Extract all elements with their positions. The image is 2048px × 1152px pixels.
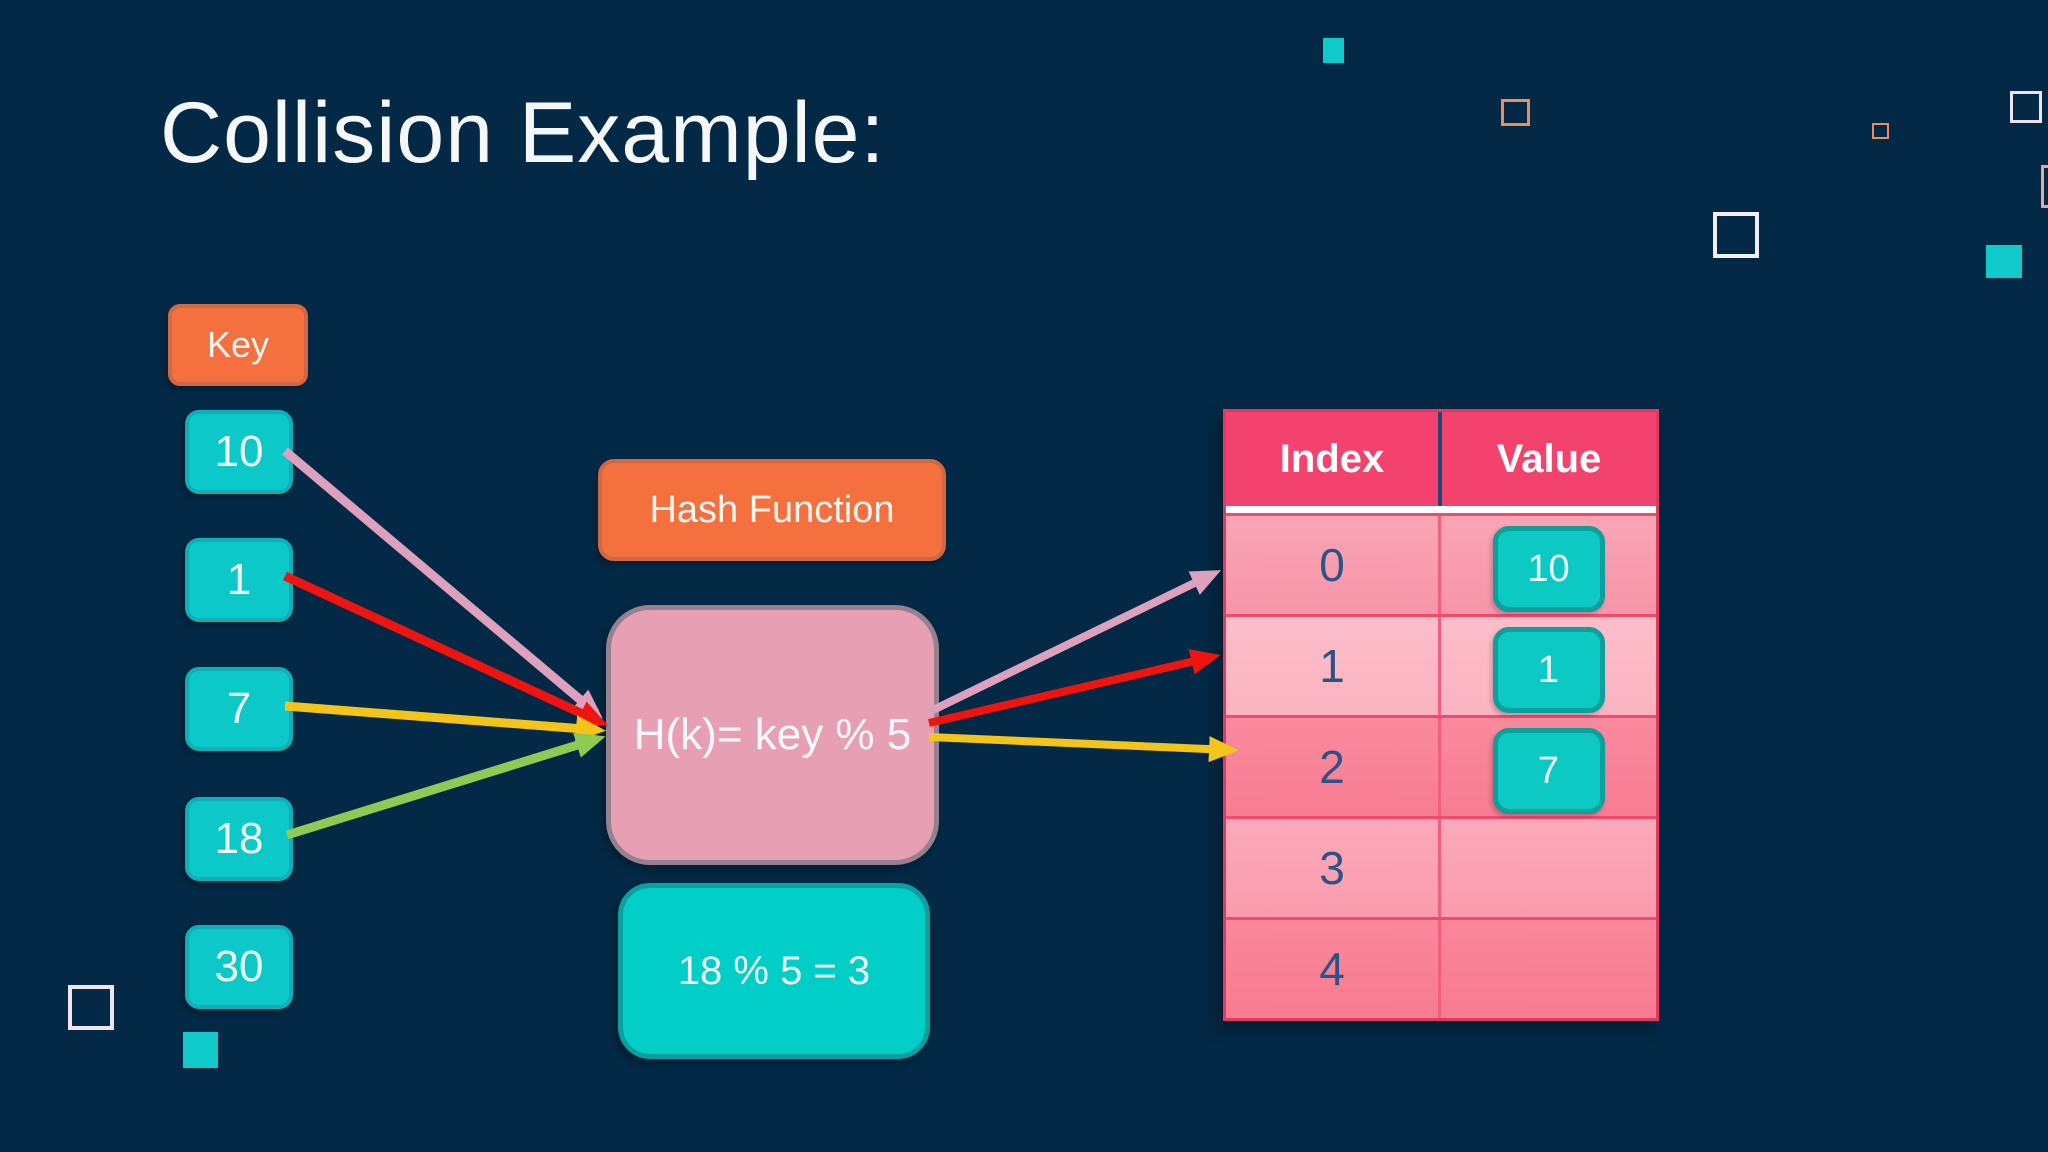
key-box-30: 30 (185, 925, 293, 1009)
decor-square-teal (183, 1032, 218, 1068)
table-row: 4 (1226, 917, 1656, 1018)
key-value: 18 (214, 814, 264, 863)
table-row: 1 1 (1226, 614, 1656, 715)
key-box-1: 1 (185, 538, 293, 622)
arrow-hash-to-index-0 (927, 570, 1222, 716)
key-label-badge: Key (168, 304, 308, 386)
key-value: 30 (214, 942, 264, 991)
decor-square-orange-outline-small (1872, 123, 1889, 139)
key-box-18: 18 (185, 797, 293, 881)
index-cell: 0 (1226, 516, 1441, 614)
value-chip: 7 (1492, 728, 1605, 814)
value-cell (1441, 819, 1656, 917)
index-cell: 2 (1226, 718, 1441, 816)
table-row: 0 10 (1226, 513, 1656, 614)
table-row: 3 (1226, 816, 1656, 917)
hash-function-label: Hash Function (649, 488, 895, 531)
arrow-key-10-to-hash (282, 447, 603, 719)
value-cell: 1 (1441, 617, 1656, 715)
arrow-hash-to-index-2 (928, 733, 1239, 763)
key-box-7: 7 (185, 667, 293, 751)
value-cell: 10 (1441, 516, 1656, 614)
arrow-key-18-to-hash (285, 732, 606, 840)
decor-square-teal (1986, 245, 2022, 278)
value-chip: 1 (1492, 627, 1605, 713)
hash-table: Index Value 0 10 1 1 2 7 3 4 (1223, 409, 1659, 1021)
hash-function-label-box: Hash Function (598, 459, 946, 561)
hash-formula-box: H(k)= key % 5 (606, 605, 939, 865)
key-label: Key (206, 324, 270, 365)
value-chip: 10 (1492, 526, 1605, 612)
value-cell (1441, 920, 1656, 1018)
arrow-key-1-to-hash (283, 571, 609, 727)
table-header: Index Value (1226, 412, 1656, 506)
key-value: 7 (226, 684, 252, 733)
decor-square-teal (1323, 38, 1344, 63)
arrow-hash-to-index-1 (928, 649, 1221, 727)
key-value: 10 (214, 427, 264, 476)
decor-square-orange-outline (1501, 99, 1530, 126)
decor-square-white-outline (2010, 91, 2042, 123)
collision-example-box: 18 % 5 = 3 (618, 883, 930, 1059)
index-cell: 4 (1226, 920, 1441, 1018)
decor-square-white-outline (68, 985, 114, 1030)
column-header-index: Index (1226, 412, 1442, 506)
decor-square-edge-outline (2041, 165, 2048, 208)
collision-example-text: 18 % 5 = 3 (677, 948, 871, 993)
decor-square-white-outline (1713, 212, 1759, 258)
index-cell: 3 (1226, 819, 1441, 917)
table-header-divider (1226, 506, 1656, 513)
index-cell: 1 (1226, 617, 1441, 715)
column-header-value: Value (1496, 436, 1602, 481)
hash-formula: H(k)= key % 5 (633, 710, 912, 759)
key-value: 1 (226, 555, 252, 604)
page-title: Collision Example: (160, 85, 886, 181)
key-box-10: 10 (185, 410, 293, 494)
arrow-key-7-to-hash (284, 701, 606, 742)
value-cell: 7 (1441, 718, 1656, 816)
table-row: 2 7 (1226, 715, 1656, 816)
